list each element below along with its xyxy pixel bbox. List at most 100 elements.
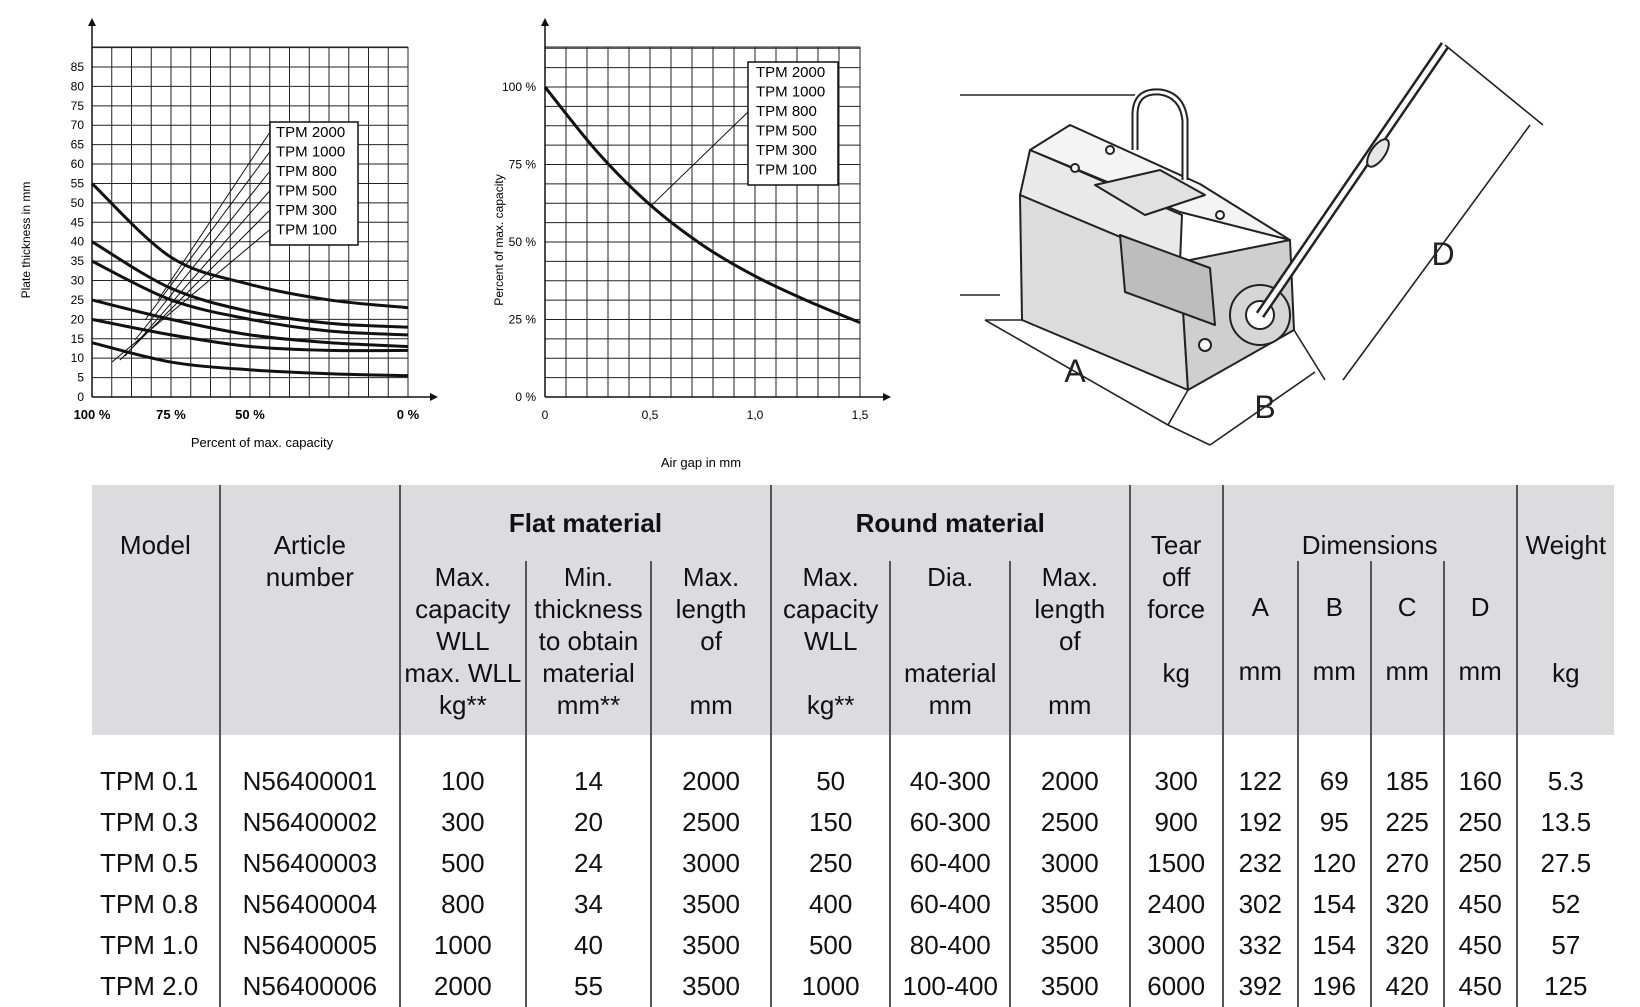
header-dim-b: B mm (1296, 561, 1371, 735)
y-tick-label: 25 (71, 293, 85, 307)
cell-dim-b: 196 (1296, 966, 1371, 1007)
x-axis-label: Air gap in mm (661, 455, 741, 470)
cell-round-capacity: 250 (769, 843, 891, 884)
cell-round-max-length: 2500 (1009, 802, 1130, 843)
y-tick-label: 25 % (509, 313, 537, 327)
cell-article-number: N56400005 (218, 925, 401, 966)
y-tick-label: 10 (71, 351, 85, 365)
cell-round-diameter: 100-400 (889, 966, 1011, 1007)
x-tick-label: 1,0 (747, 408, 764, 422)
cell-dim-a: 302 (1221, 884, 1298, 925)
series-line-tpm-500 (91, 298, 409, 349)
cell-flat-min-thickness: 55 (524, 966, 652, 1007)
y-tick-label: 30 (71, 274, 85, 288)
y-tick-label: 50 % (509, 235, 537, 249)
y-axis-label: Plate thickness in mm (19, 182, 33, 299)
y-tick-labels: 0 %25 %50 %75 %100 % (502, 80, 536, 404)
legend-entry: TPM 300 (756, 142, 817, 159)
cell-flat-min-thickness: 24 (524, 843, 652, 884)
dimension-lines (960, 44, 1544, 446)
cell-article-number: N56400004 (218, 884, 401, 925)
cell-dim-d: 250 (1442, 843, 1517, 884)
cell-flat-capacity: 500 (399, 843, 526, 884)
cell-flat-capacity: 2000 (399, 966, 526, 1007)
header-dim-a: A mm (1221, 561, 1298, 735)
cell-tear-off-force: 2400 (1128, 884, 1223, 925)
x-tick-labels: 100 %75 %50 %0 % (74, 407, 420, 422)
cell-dim-a: 332 (1221, 925, 1298, 966)
legend-entry: TPM 300 (276, 202, 337, 219)
legend-entry: TPM 1000 (276, 144, 345, 161)
cell-flat-max-length: 3500 (650, 925, 771, 966)
cell-dim-d: 450 (1442, 966, 1517, 1007)
y-axis-label: Percent of max. capacity (492, 174, 506, 305)
y-tick-label: 80 (71, 79, 85, 93)
cell-round-diameter: 40-300 (889, 761, 1011, 802)
y-tick-label: 60 (71, 157, 85, 171)
cell-flat-capacity: 800 (399, 884, 526, 925)
cell-flat-capacity: 100 (399, 761, 526, 802)
cell-article-number: N56400002 (218, 802, 401, 843)
cell-dim-b: 154 (1296, 884, 1371, 925)
table-spacer-row (92, 735, 1614, 761)
series-line (543, 86, 861, 324)
header-flat-material: Flat material (399, 485, 771, 561)
cell-flat-max-length: 2000 (650, 761, 771, 802)
cell-flat-min-thickness: 40 (524, 925, 652, 966)
y-tick-label: 15 (71, 332, 85, 346)
legend-entry: TPM 500 (756, 123, 817, 140)
y-tick-label: 50 (71, 196, 85, 210)
cell-dim-c: 270 (1369, 843, 1444, 884)
y-tick-label: 75 % (509, 158, 537, 172)
y-tick-label: 0 % (515, 390, 536, 404)
x-axis-label: Percent of max. capacity (191, 435, 334, 450)
x-tick-label: 75 % (156, 407, 186, 422)
cell-flat-capacity: 1000 (399, 925, 526, 966)
cell-weight: 125 (1515, 966, 1614, 1007)
x-tick-label: 1,5 (852, 408, 869, 422)
series-line-tpm-800 (91, 259, 409, 337)
y-tick-label: 55 (71, 176, 85, 190)
x-tick-label: 0,5 (642, 408, 659, 422)
cell-weight: 27.5 (1515, 843, 1614, 884)
cell-weight: 57 (1515, 925, 1614, 966)
dimension-label-a: A (1064, 353, 1086, 389)
legend-leader-lines (649, 111, 749, 208)
cell-round-capacity: 1000 (769, 966, 891, 1007)
cell-flat-min-thickness: 14 (524, 761, 652, 802)
cell-flat-capacity: 300 (399, 802, 526, 843)
cell-model: TPM 0.3 (100, 807, 199, 837)
cell-article-number: N56400006 (218, 966, 401, 1007)
y-tick-label: 75 (71, 99, 85, 113)
legend-entry: TPM 1000 (756, 84, 825, 101)
series-line-tpm-1000 (91, 240, 409, 329)
cell-round-diameter: 80-400 (889, 925, 1011, 966)
cell-dim-b: 154 (1296, 925, 1371, 966)
x-tick-label: 0 % (397, 407, 420, 422)
series-line-tpm-100 (91, 341, 409, 378)
cell-flat-max-length: 3500 (650, 966, 771, 1007)
dimension-label-b: B (1254, 389, 1275, 425)
x-tick-label: 50 % (235, 407, 265, 422)
lifting-magnet-illustration (1019, 42, 1450, 391)
chart-axes (541, 18, 891, 401)
legend-entry: TPM 800 (276, 163, 337, 180)
y-tick-label: 70 (71, 118, 85, 132)
cell-model: TPM 1.0 (100, 930, 199, 960)
header-dim-d: D mm (1442, 561, 1517, 735)
